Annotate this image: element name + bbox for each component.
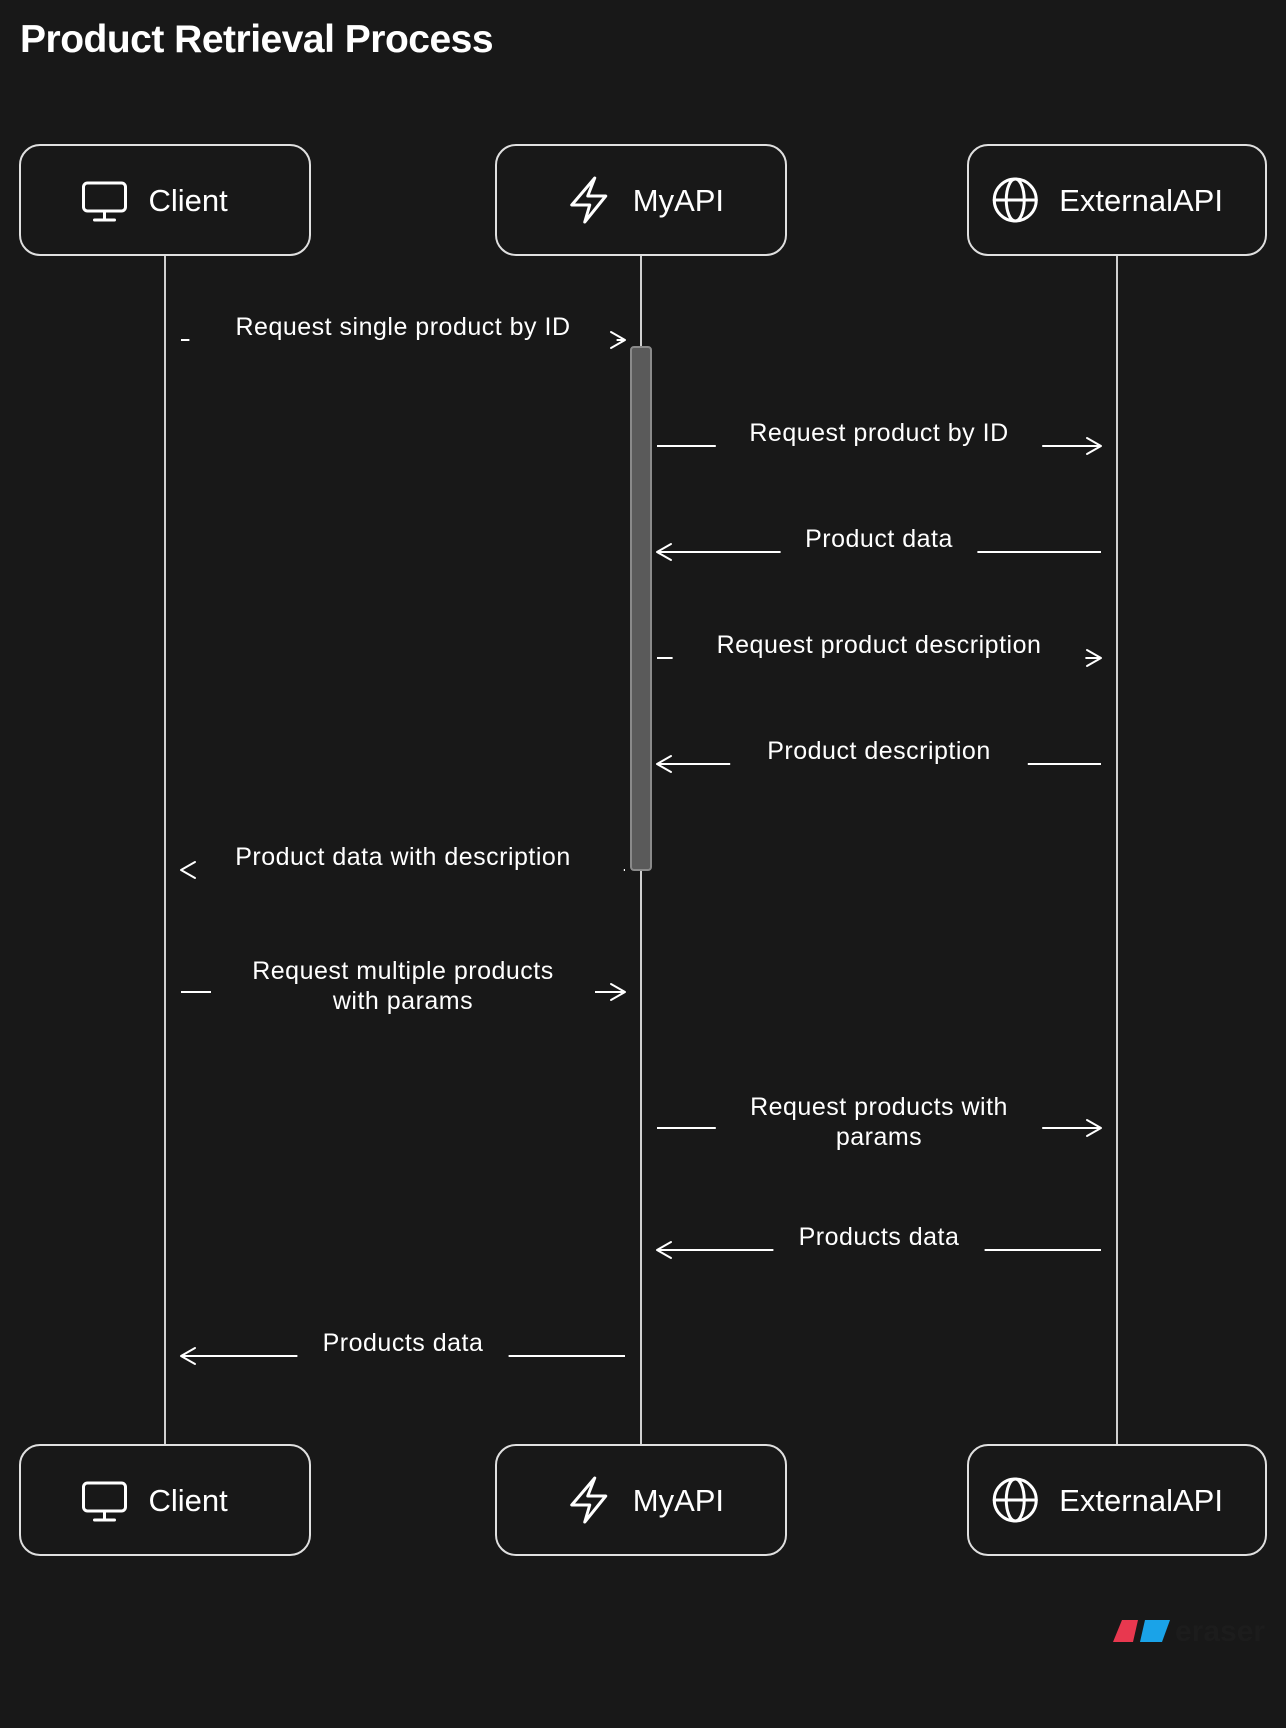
message-label: Products data <box>799 1223 960 1251</box>
participant-myapi-top[interactable]: MyAPI <box>495 144 787 256</box>
message-arrow-5: Product description <box>656 737 1101 773</box>
participant-externalapi-top[interactable]: ExternalAPI <box>967 144 1267 256</box>
participant-client-bottom[interactable]: Client <box>19 1444 311 1556</box>
participant-box <box>19 1444 311 1556</box>
participant-label: ExternalAPI <box>1059 183 1223 218</box>
arrowhead <box>180 1347 196 1365</box>
participant-box <box>495 1444 787 1556</box>
message-arrow-9: Products data <box>656 1223 1101 1259</box>
arrowhead <box>1086 437 1102 455</box>
message-label: Product description <box>767 737 991 765</box>
arrowhead <box>180 861 196 879</box>
arrowhead <box>1086 649 1102 667</box>
message-label: Request product description <box>717 631 1042 659</box>
page-title: Product Retrieval Process <box>20 18 494 61</box>
message-label: Request multiple products <box>252 957 554 985</box>
globe-icon <box>992 177 1038 223</box>
message-label: Request products with <box>750 1093 1008 1121</box>
participant-box <box>19 144 311 256</box>
participant-label: Client <box>149 1483 229 1518</box>
lightning-icon <box>570 176 608 224</box>
message-arrow-10: Products data <box>180 1329 625 1365</box>
message-label: with params <box>332 987 473 1015</box>
participant-label: ExternalAPI <box>1059 1483 1223 1518</box>
arrowhead <box>610 331 626 349</box>
participant-label: MyAPI <box>633 183 724 218</box>
message-arrow-1: Request single product by ID <box>181 313 626 349</box>
message-label: Request single product by ID <box>235 313 570 341</box>
participant-client-top[interactable]: Client <box>19 144 311 256</box>
message-label: Product data <box>805 525 953 553</box>
monitor-icon <box>82 1481 127 1522</box>
arrowhead <box>656 755 672 773</box>
arrowhead <box>656 1241 672 1259</box>
participant-box <box>495 144 787 256</box>
arrowhead <box>1086 1119 1102 1137</box>
activation-bar <box>630 346 652 871</box>
eraser-logo: eraser <box>1113 1615 1265 1648</box>
eraser-logo-icon <box>1113 1620 1170 1642</box>
lightning-icon <box>570 1476 608 1524</box>
message-label: params <box>836 1123 922 1151</box>
participant-label: Client <box>149 183 229 218</box>
globe-icon <box>992 1477 1038 1523</box>
brand-name: eraser <box>1175 1615 1265 1648</box>
arrowhead <box>610 983 626 1001</box>
arrowhead <box>656 543 672 561</box>
message-label: Request product by ID <box>749 419 1008 447</box>
message-label: Product data with description <box>235 843 571 871</box>
message-arrow-3: Product data <box>656 525 1101 561</box>
participant-myapi-bottom[interactable]: MyAPI <box>495 1444 787 1556</box>
message-label: Products data <box>323 1329 484 1357</box>
message-arrow-6: Product data with description <box>180 843 625 879</box>
participant-box <box>967 1444 1267 1556</box>
participant-label: MyAPI <box>633 1483 724 1518</box>
message-arrow-4: Request product description <box>657 631 1102 667</box>
monitor-icon <box>82 181 127 222</box>
message-arrow-2: Request product by ID <box>657 419 1102 455</box>
participant-box <box>967 144 1267 256</box>
participant-externalapi-bottom[interactable]: ExternalAPI <box>967 1444 1267 1556</box>
